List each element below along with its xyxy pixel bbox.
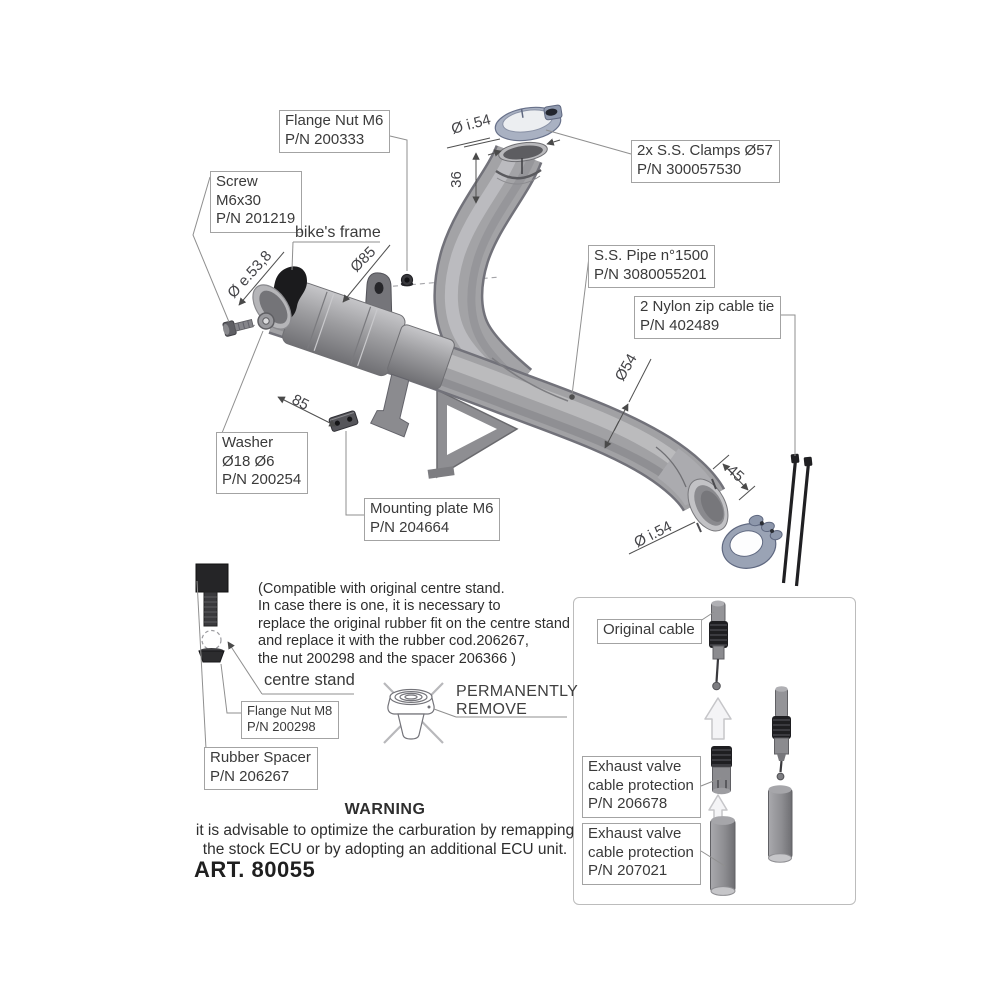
dim-top-length: 36 (447, 171, 465, 188)
callout-flange-nut-m8: Flange Nut M8 P/N 200298 (241, 701, 340, 739)
assembled-cable-drawing (768, 686, 793, 863)
compatibility-note: (Compatible with original centre stand. … (258, 581, 570, 667)
leader-lines (192, 129, 796, 867)
article-number: ART. 80055 (194, 857, 316, 882)
inlet-pipe-drawing (451, 140, 548, 391)
cable-protection-upper-drawing (711, 746, 732, 795)
collar-sleeve-drawing (282, 282, 455, 438)
callout-washer: Washer Ø18 Ø6 P/N 200254 (216, 432, 309, 494)
inlet-opening (498, 141, 548, 163)
callout-flange-nut-m6: Flange Nut M6 P/N 200333 (279, 110, 391, 153)
upper-bracket-hole (374, 282, 384, 294)
main-pipe-drawing (276, 302, 729, 533)
warning-body: it is advisable to optimize the carburat… (195, 822, 575, 858)
washer-drawing (257, 312, 275, 330)
zip-ties-drawing (781, 453, 813, 587)
rear-clamp-drawing (721, 514, 783, 569)
callout-valve-protection-upper: Exhaust valve cable protection P/N 20667… (582, 756, 701, 818)
grommet-remove-drawing (383, 682, 444, 744)
assembly-arrow-icon (704, 697, 732, 740)
mounting-plate-drawing (328, 410, 359, 432)
original-cable-drawing (709, 600, 728, 691)
centre-stand-bracket-drawing (427, 388, 519, 479)
warning-block: WARNING it is advisable to optimize the … (170, 801, 600, 859)
top-clamp-drawing (494, 104, 563, 142)
callout-mounting-plate: Mounting plate M6 P/N 204664 (364, 498, 501, 541)
centre-stand-parts-drawing (195, 563, 229, 663)
outlet-opening (687, 478, 729, 532)
callout-zip-tie: 2 Nylon zip cable tie P/N 402489 (634, 296, 782, 339)
screw-drawing (222, 319, 254, 337)
callout-original-cable: Original cable (597, 619, 702, 644)
warning-title: WARNING (344, 801, 426, 818)
pipe-leader-dot (569, 394, 575, 400)
callout-screw: Screw M6x30 P/N 201219 (210, 171, 303, 233)
label-permanently-remove: PERMANENTLY REMOVE (456, 683, 579, 718)
callout-ss-pipe: S.S. Pipe n°1500 P/N 3080055201 (588, 245, 716, 288)
dimension-lines (238, 137, 756, 555)
flange-nut-m6-drawing (400, 273, 414, 287)
label-bikes-frame: bike's frame (295, 224, 381, 241)
callout-rubber-spacer: Rubber Spacer P/N 206267 (204, 747, 318, 790)
cable-protection-lower-drawing (710, 816, 736, 896)
callout-valve-protection-lower: Exhaust valve cable protection P/N 20702… (582, 823, 701, 885)
label-centre-stand: centre stand (264, 671, 355, 689)
callout-clamps: 2x S.S. Clamps Ø57 P/N 300057530 (631, 140, 780, 183)
